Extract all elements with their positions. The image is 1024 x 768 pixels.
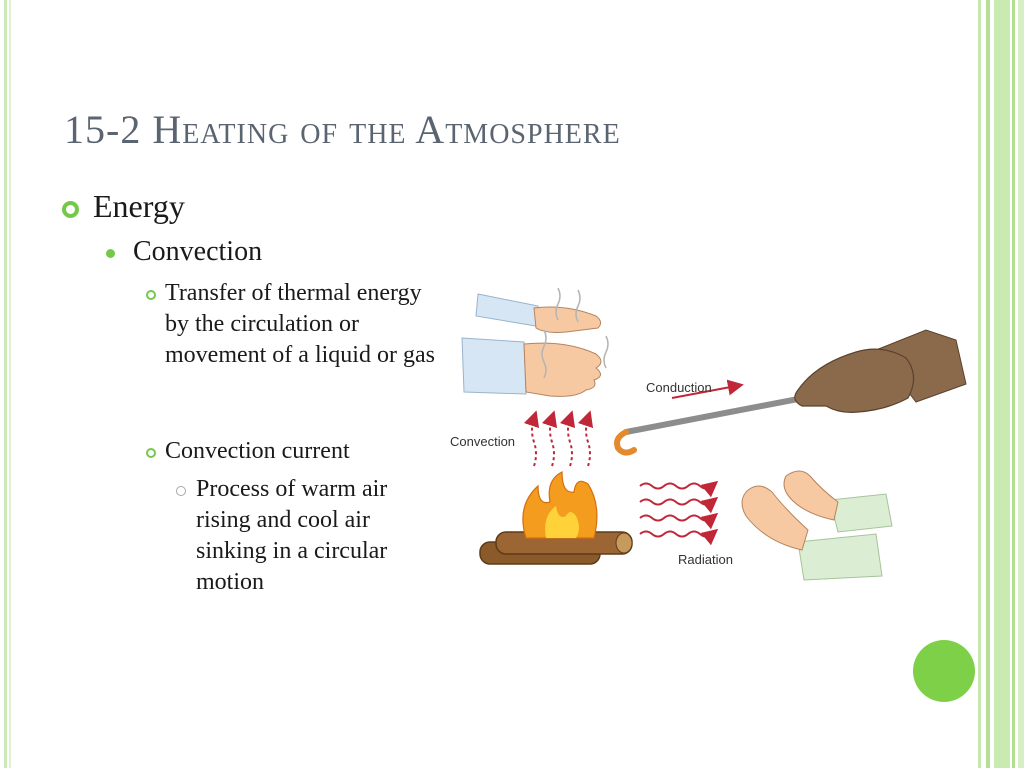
bullet-text: Convection xyxy=(133,236,263,267)
radiation-waves xyxy=(639,480,719,546)
heat-wave-icon xyxy=(541,287,609,379)
bullet-definition: Transfer of thermal energy by the circul… xyxy=(146,278,446,371)
bullet-process: Process of warm air rising and cool air … xyxy=(176,474,446,598)
decorative-green-circle xyxy=(913,640,975,702)
right-border xyxy=(978,0,1024,768)
bullet-text: Convection current xyxy=(165,438,350,464)
convection-arrows xyxy=(523,410,594,467)
label-convection: Convection xyxy=(450,434,515,449)
campfire-icon xyxy=(479,471,633,565)
bullet-text: Transfer of thermal energy by the circul… xyxy=(165,280,435,368)
ring-bullet-icon xyxy=(62,201,79,218)
slide-title: 15-2 Heating of the Atmosphere xyxy=(64,107,621,152)
glove-icon xyxy=(794,329,967,413)
ring-bullet-icon xyxy=(176,486,186,496)
left-border xyxy=(0,0,14,768)
hand-icon xyxy=(461,293,602,397)
bullet-convection: Convection xyxy=(106,236,262,268)
label-conduction: Conduction xyxy=(646,380,712,395)
dot-bullet-icon xyxy=(106,249,115,258)
label-radiation: Radiation xyxy=(678,552,733,567)
warming-hands-icon xyxy=(741,470,893,581)
bullet-text: Energy xyxy=(93,188,185,224)
conduction-arrow xyxy=(671,379,744,399)
heat-transfer-illustration: Convection Conduction Radiation xyxy=(450,287,967,581)
bullet-text: Process of warm air rising and cool air … xyxy=(196,476,388,595)
bullet-convection-current: Convection current xyxy=(146,436,350,467)
bullet-energy: Energy xyxy=(62,188,185,225)
ring-bullet-icon xyxy=(146,290,156,300)
ring-bullet-icon xyxy=(146,448,156,458)
